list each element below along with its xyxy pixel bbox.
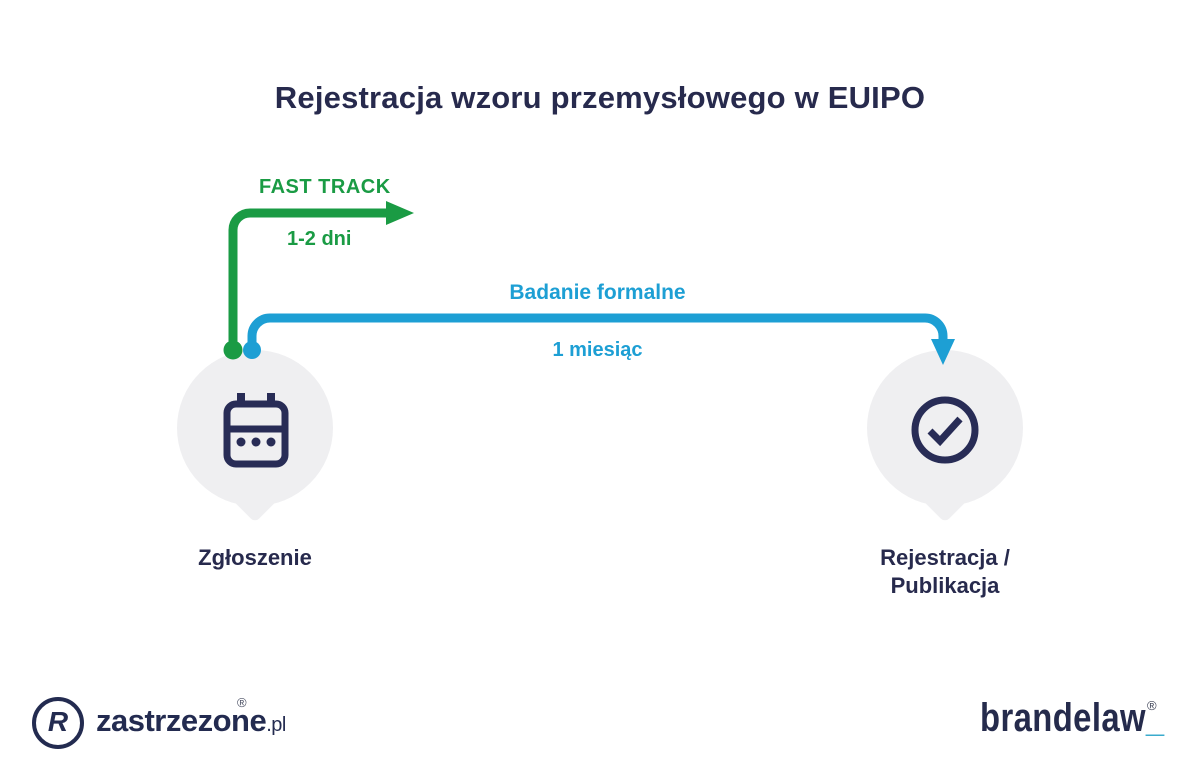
node-label-zgloszenie: Zgłoszenie	[198, 545, 312, 570]
zastrzezone-text: zastrzezone	[96, 703, 267, 738]
formal-examination-duration: 1 miesiąc	[552, 339, 643, 361]
zastrzezone-mark-icon: R	[32, 697, 84, 749]
calendar-icon	[223, 393, 289, 468]
page-title: Rejestracja wzoru przemysłowego w EUIPO	[274, 80, 926, 115]
node-label-line1: Rejestracja /	[880, 545, 1010, 570]
zastrzezone-logo: R zastrzezone.pl ®	[32, 695, 286, 751]
node-label-rejestracja: Rejestracja / Publikacja	[845, 544, 1045, 600]
fast-track-duration: 1-2 dni	[287, 228, 352, 250]
check-circle-icon	[911, 396, 979, 464]
formal-examination-label: Badanie formalne	[509, 281, 686, 304]
brandelaw-wordmark: brandelaw_	[980, 696, 1165, 740]
node-bubble	[867, 350, 1023, 506]
registered-symbol: ®	[1147, 698, 1157, 713]
fast-track-label: FAST TRACK	[259, 176, 391, 198]
zastrzezone-mark-letter: R	[47, 706, 69, 737]
brandelaw-text: brandelaw	[980, 696, 1146, 740]
zastrzezone-wordmark: zastrzezone.pl	[96, 695, 286, 751]
node-label-line2: Publikacja	[890, 573, 1000, 598]
zastrzezone-tld: .pl	[266, 714, 286, 736]
brandelaw-logo: brandelaw_ ®	[980, 696, 1170, 740]
brandelaw-underscore: _	[1145, 696, 1165, 740]
registered-symbol: ®	[237, 695, 247, 710]
